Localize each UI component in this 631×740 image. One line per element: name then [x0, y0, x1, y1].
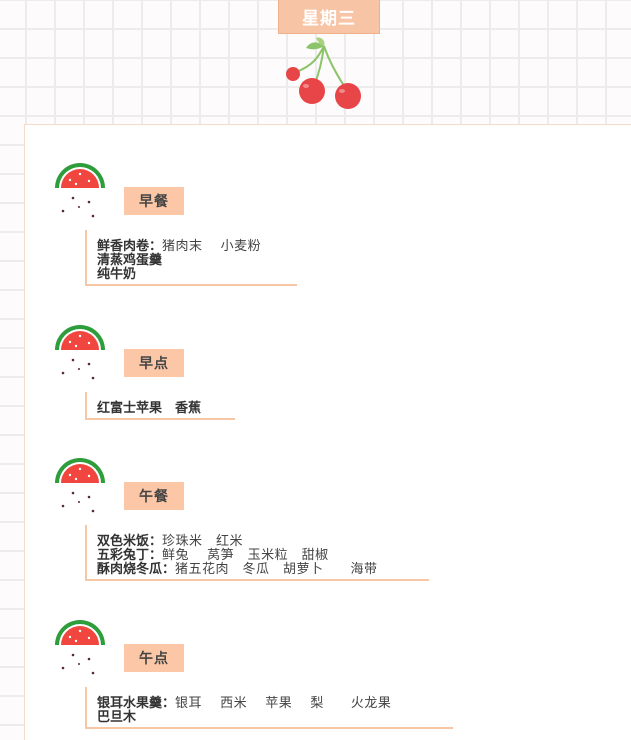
watermelon-icon: [55, 458, 105, 513]
dish-name: 清蒸鸡蛋羹: [97, 253, 163, 268]
watermelon-icon: [55, 163, 105, 218]
cherry-icon: [286, 37, 361, 109]
menu-item: 红富士苹果 香蕉: [97, 402, 235, 416]
menu-item: 银耳水果羹：银耳 西米 苹果 梨 火龙果: [97, 697, 453, 711]
meal-label: 早餐: [124, 187, 184, 215]
dish-name: 银耳水果羹：: [97, 696, 176, 711]
dish-name: 鲜香肉卷：: [97, 239, 163, 254]
watermelon-icon: [55, 620, 105, 675]
watermelon-icon: [55, 325, 105, 380]
menu-item: 纯牛奶: [97, 268, 297, 282]
menu-card: 早餐 鲜香肉卷：猪肉末 小麦粉 清蒸鸡蛋羹 纯牛奶 早点 红富士苹果 香蕉: [24, 124, 631, 740]
dish-name: 双色米饭：: [97, 534, 163, 549]
meal-items: 鲜香肉卷：猪肉末 小麦粉 清蒸鸡蛋羹 纯牛奶: [85, 230, 297, 286]
dish-name: 酥肉烧冬瓜：: [97, 562, 176, 577]
meal-label: 早点: [124, 349, 184, 377]
dish-ingredients: 猪五花肉 冬瓜 胡萝卜 海带: [175, 562, 378, 577]
meal-items: 银耳水果羹：银耳 西米 苹果 梨 火龙果 巴旦木: [85, 687, 453, 729]
dish-ingredients: 猪肉末 小麦粉: [162, 239, 262, 254]
meal-label: 午点: [124, 644, 184, 672]
meal-items: 红富士苹果 香蕉: [85, 392, 235, 420]
meal-label: 午餐: [124, 482, 184, 510]
day-title-tab[interactable]: 星期三: [278, 0, 380, 34]
dish-ingredients: 银耳 西米 苹果 梨 火龙果: [175, 696, 392, 711]
menu-item: 酥肉烧冬瓜：猪五花肉 冬瓜 胡萝卜 海带: [97, 563, 429, 577]
menu-item: 五彩兔丁：鲜兔 莴笋 玉米粒 甜椒: [97, 549, 429, 563]
dish-name: 五彩兔丁：: [97, 548, 163, 563]
dish-name: 巴旦木: [97, 710, 137, 725]
menu-item: 巴旦木: [97, 711, 453, 725]
meal-items: 双色米饭：珍珠米 红米 五彩兔丁：鲜兔 莴笋 玉米粒 甜椒 酥肉烧冬瓜：猪五花肉…: [85, 525, 429, 581]
menu-item: 鲜香肉卷：猪肉末 小麦粉: [97, 240, 297, 254]
menu-item: 双色米饭：珍珠米 红米: [97, 535, 429, 549]
dish-name: 纯牛奶: [97, 267, 137, 282]
dish-ingredients: 鲜兔 莴笋 玉米粒 甜椒: [162, 548, 329, 563]
dish-name: 红富士苹果 香蕉: [97, 401, 202, 416]
menu-item: 清蒸鸡蛋羹: [97, 254, 297, 268]
dish-ingredients: 珍珠米 红米: [162, 534, 244, 549]
